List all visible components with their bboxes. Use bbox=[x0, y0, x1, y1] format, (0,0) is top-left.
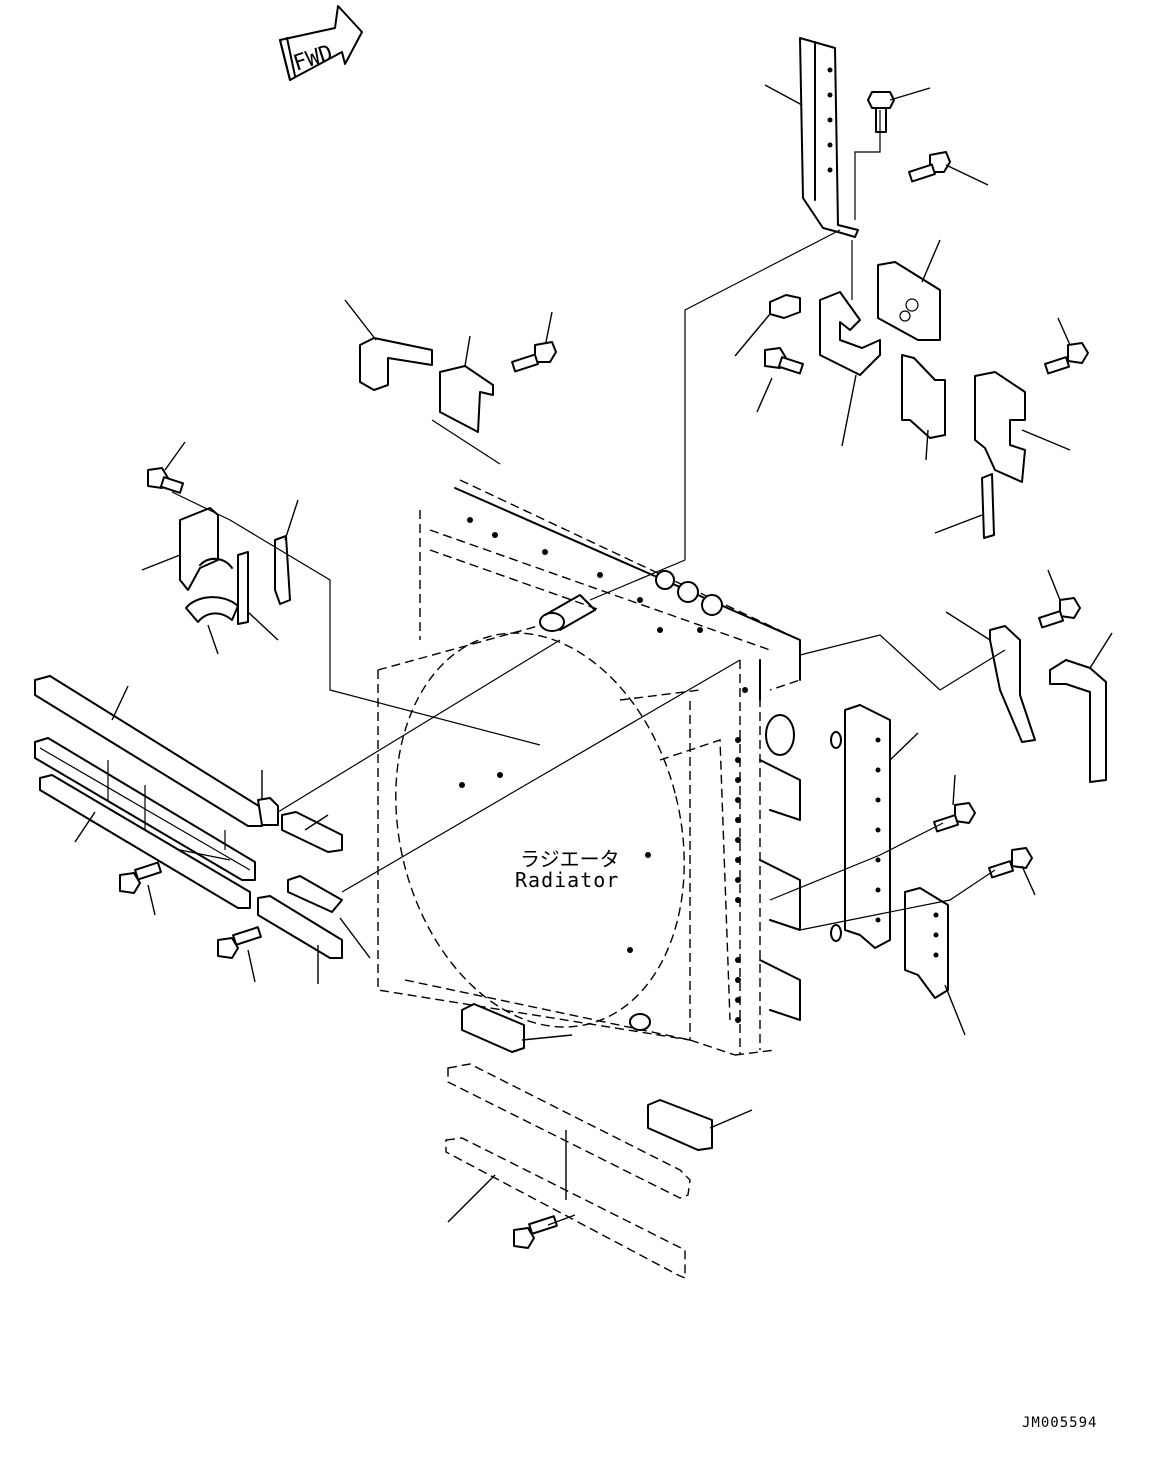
vertical-strip bbox=[237, 551, 279, 641]
bolt-icon bbox=[867, 87, 931, 133]
bolt-icon bbox=[1038, 569, 1081, 629]
seal-block bbox=[734, 294, 801, 357]
radiator-core bbox=[377, 479, 801, 1056]
drawing-number: JM005594 bbox=[1022, 1415, 1097, 1431]
seal-bar-left bbox=[257, 895, 343, 984]
bracket-plate bbox=[439, 335, 494, 433]
small-clip bbox=[274, 499, 299, 605]
left-cover-plate bbox=[141, 507, 233, 591]
bolt-icon bbox=[908, 151, 989, 186]
small-seal-rect bbox=[257, 770, 279, 826]
bolt-icon bbox=[119, 861, 162, 916]
bottom-cover-plate bbox=[445, 1063, 691, 1280]
seal-l-shape bbox=[344, 299, 433, 391]
seal-block-left bbox=[281, 811, 343, 853]
bolt-icon bbox=[756, 347, 804, 413]
vertical-seal bbox=[934, 473, 995, 539]
l-seal-right bbox=[1049, 632, 1113, 783]
bolt-icon bbox=[511, 311, 557, 373]
bolt-icon bbox=[1044, 317, 1089, 375]
mount-block bbox=[877, 239, 941, 341]
radiator-side-bolts bbox=[459, 517, 748, 1023]
angle-bracket bbox=[819, 291, 881, 447]
lower-seal-rail bbox=[39, 774, 251, 909]
side-guard-bracket bbox=[901, 354, 946, 461]
radiator-label-jp: ラジエータ bbox=[520, 847, 620, 871]
bolt-icon bbox=[513, 1215, 558, 1249]
top-right-plate bbox=[764, 37, 859, 238]
lower-right-panel bbox=[904, 887, 966, 1036]
seal-clip-left bbox=[287, 875, 371, 959]
bolt-icon bbox=[933, 774, 976, 833]
bolt-icon bbox=[217, 926, 262, 983]
bottom-seal-block bbox=[461, 1003, 573, 1053]
radiator-label-en: Radiator bbox=[515, 868, 619, 892]
middle-channel-rail bbox=[34, 737, 256, 881]
bolt-icon bbox=[147, 441, 186, 494]
side-cover-plate bbox=[974, 371, 1071, 483]
fwd-arrow: FWD bbox=[279, 5, 363, 81]
bottom-seal-block-2 bbox=[647, 1099, 753, 1151]
half-ring-seal bbox=[185, 596, 239, 655]
vertical-channel bbox=[830, 704, 919, 949]
assembly-lines bbox=[171, 110, 1006, 1226]
bolt-icon bbox=[988, 847, 1036, 896]
right-cover-plate bbox=[945, 611, 1036, 743]
